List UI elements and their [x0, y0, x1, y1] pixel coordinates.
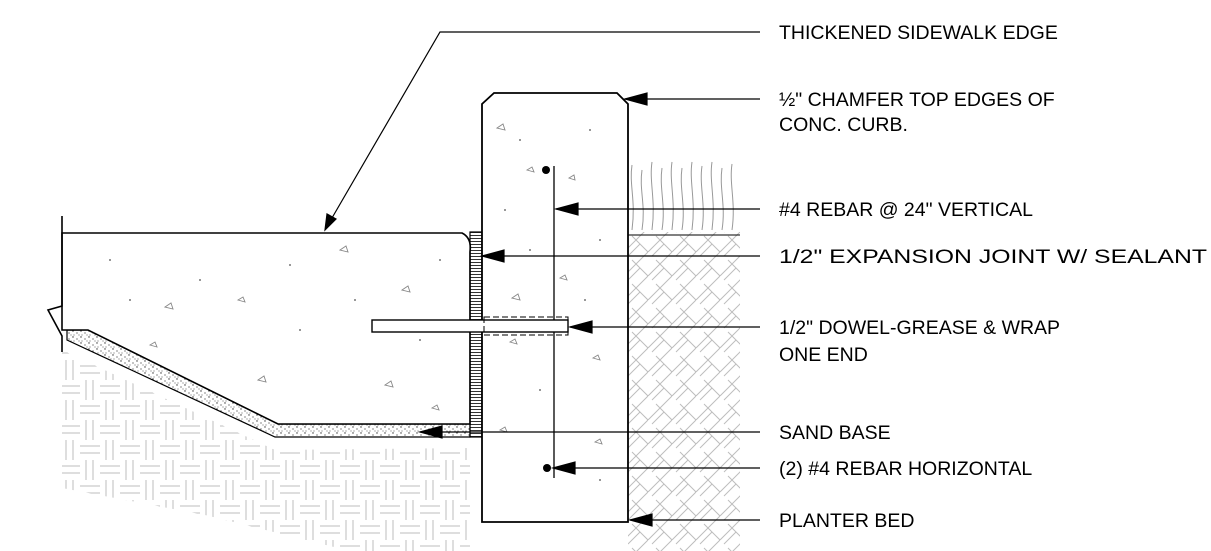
dowel-bar [371, 319, 569, 333]
rebar-top-dot [542, 166, 550, 174]
dowel-sleeve [483, 316, 569, 336]
rebar-bottom-dot [543, 464, 551, 472]
label-rebar-horizontal: (2) #4 REBAR HORIZONTAL [779, 458, 1032, 480]
planter-soil-hatch [628, 232, 740, 551]
concrete-dots [109, 129, 601, 481]
label-thickened-sidewalk-edge: THICKENED SIDEWALK EDGE [779, 22, 1058, 44]
concrete-aggregate-marks [148, 123, 603, 445]
label-dowel-line1: 1/2" DOWEL-GREASE & WRAP [779, 317, 1060, 339]
label-sand-base: SAND BASE [779, 422, 891, 444]
label-expansion-joint: 1/2" EXPANSION JOINT W/ SEALANT [779, 246, 1207, 268]
label-dowel-line2: ONE END [779, 344, 868, 366]
label-chamfer-line2: CONC. CURB. [779, 114, 908, 136]
slab-break-line [46, 216, 63, 352]
planter-grass-lines [630, 161, 734, 231]
label-planter-bed: PLANTER BED [779, 510, 914, 532]
label-chamfer-line1: ½" CHAMFER TOP EDGES OF [779, 89, 1055, 111]
expansion-joint [469, 231, 483, 438]
concrete-curb [481, 92, 629, 523]
label-rebar-vertical: #4 REBAR @ 24" VERTICAL [779, 199, 1033, 221]
subgrade-brick-hatch [62, 350, 470, 551]
leader-lines [324, 31, 760, 527]
